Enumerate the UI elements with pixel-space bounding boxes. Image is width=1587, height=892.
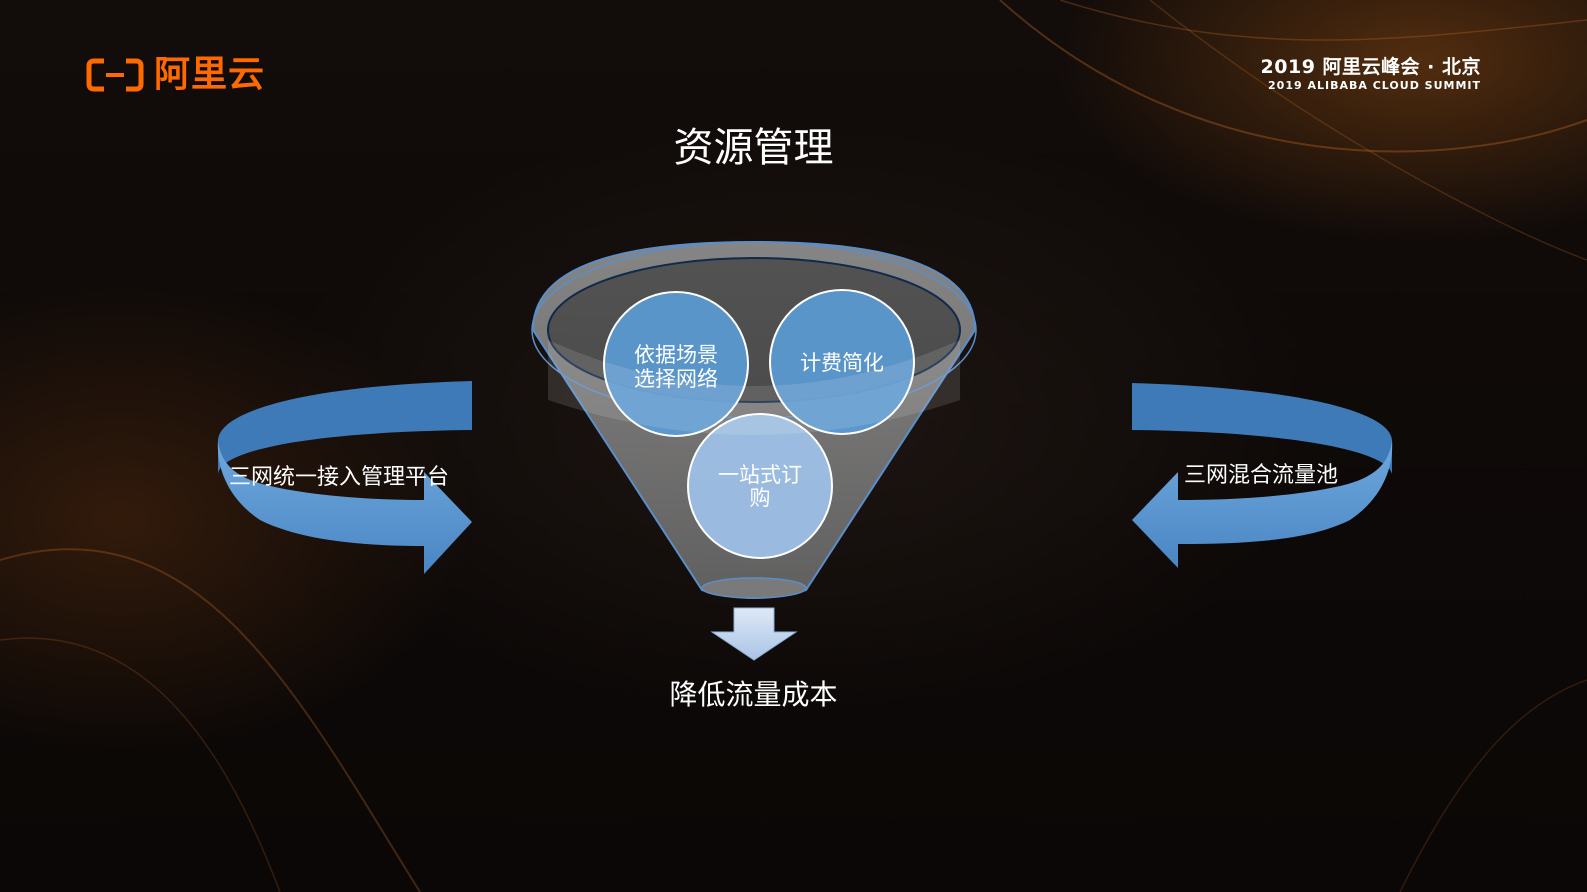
event-subtitle: 2019 ALIBABA CLOUD SUMMIT xyxy=(1268,79,1481,92)
logo-text: 阿里云 xyxy=(154,54,266,95)
alibaba-cloud-logo: 阿里云 xyxy=(86,55,265,95)
funnel-item-circle-order xyxy=(687,413,833,559)
event-title: 2019 阿里云峰会 · 北京 xyxy=(1260,56,1481,78)
funnel-glass-overlay xyxy=(548,340,960,435)
slide-title: 资源管理 xyxy=(673,125,834,171)
down-arrow xyxy=(710,607,798,661)
funnel-item-circle-billing xyxy=(769,289,915,435)
funnel-item-label: 一站式订 xyxy=(718,463,802,487)
result-label: 降低流量成本 xyxy=(669,678,838,711)
funnel-bottom xyxy=(701,577,807,599)
funnel-item-label: 依据场景 xyxy=(634,343,718,367)
funnel-item-label: 计费简化 xyxy=(800,351,884,375)
alibaba-cloud-logo-icon xyxy=(86,58,144,92)
right-curved-arrow xyxy=(1132,383,1393,568)
left-arrow-label: 三网统一接入管理平台 xyxy=(229,465,450,490)
funnel-item-circle-scene xyxy=(603,291,749,437)
funnel-item-label: 购 xyxy=(750,486,771,510)
funnel-item-label: 选择网络 xyxy=(634,367,718,391)
right-arrow-label: 三网混合流量池 xyxy=(1184,463,1339,488)
event-badge: 2019 阿里云峰会 · 北京 2019 ALIBABA CLOUD SUMMI… xyxy=(1261,55,1481,93)
left-curved-arrow xyxy=(217,381,472,574)
